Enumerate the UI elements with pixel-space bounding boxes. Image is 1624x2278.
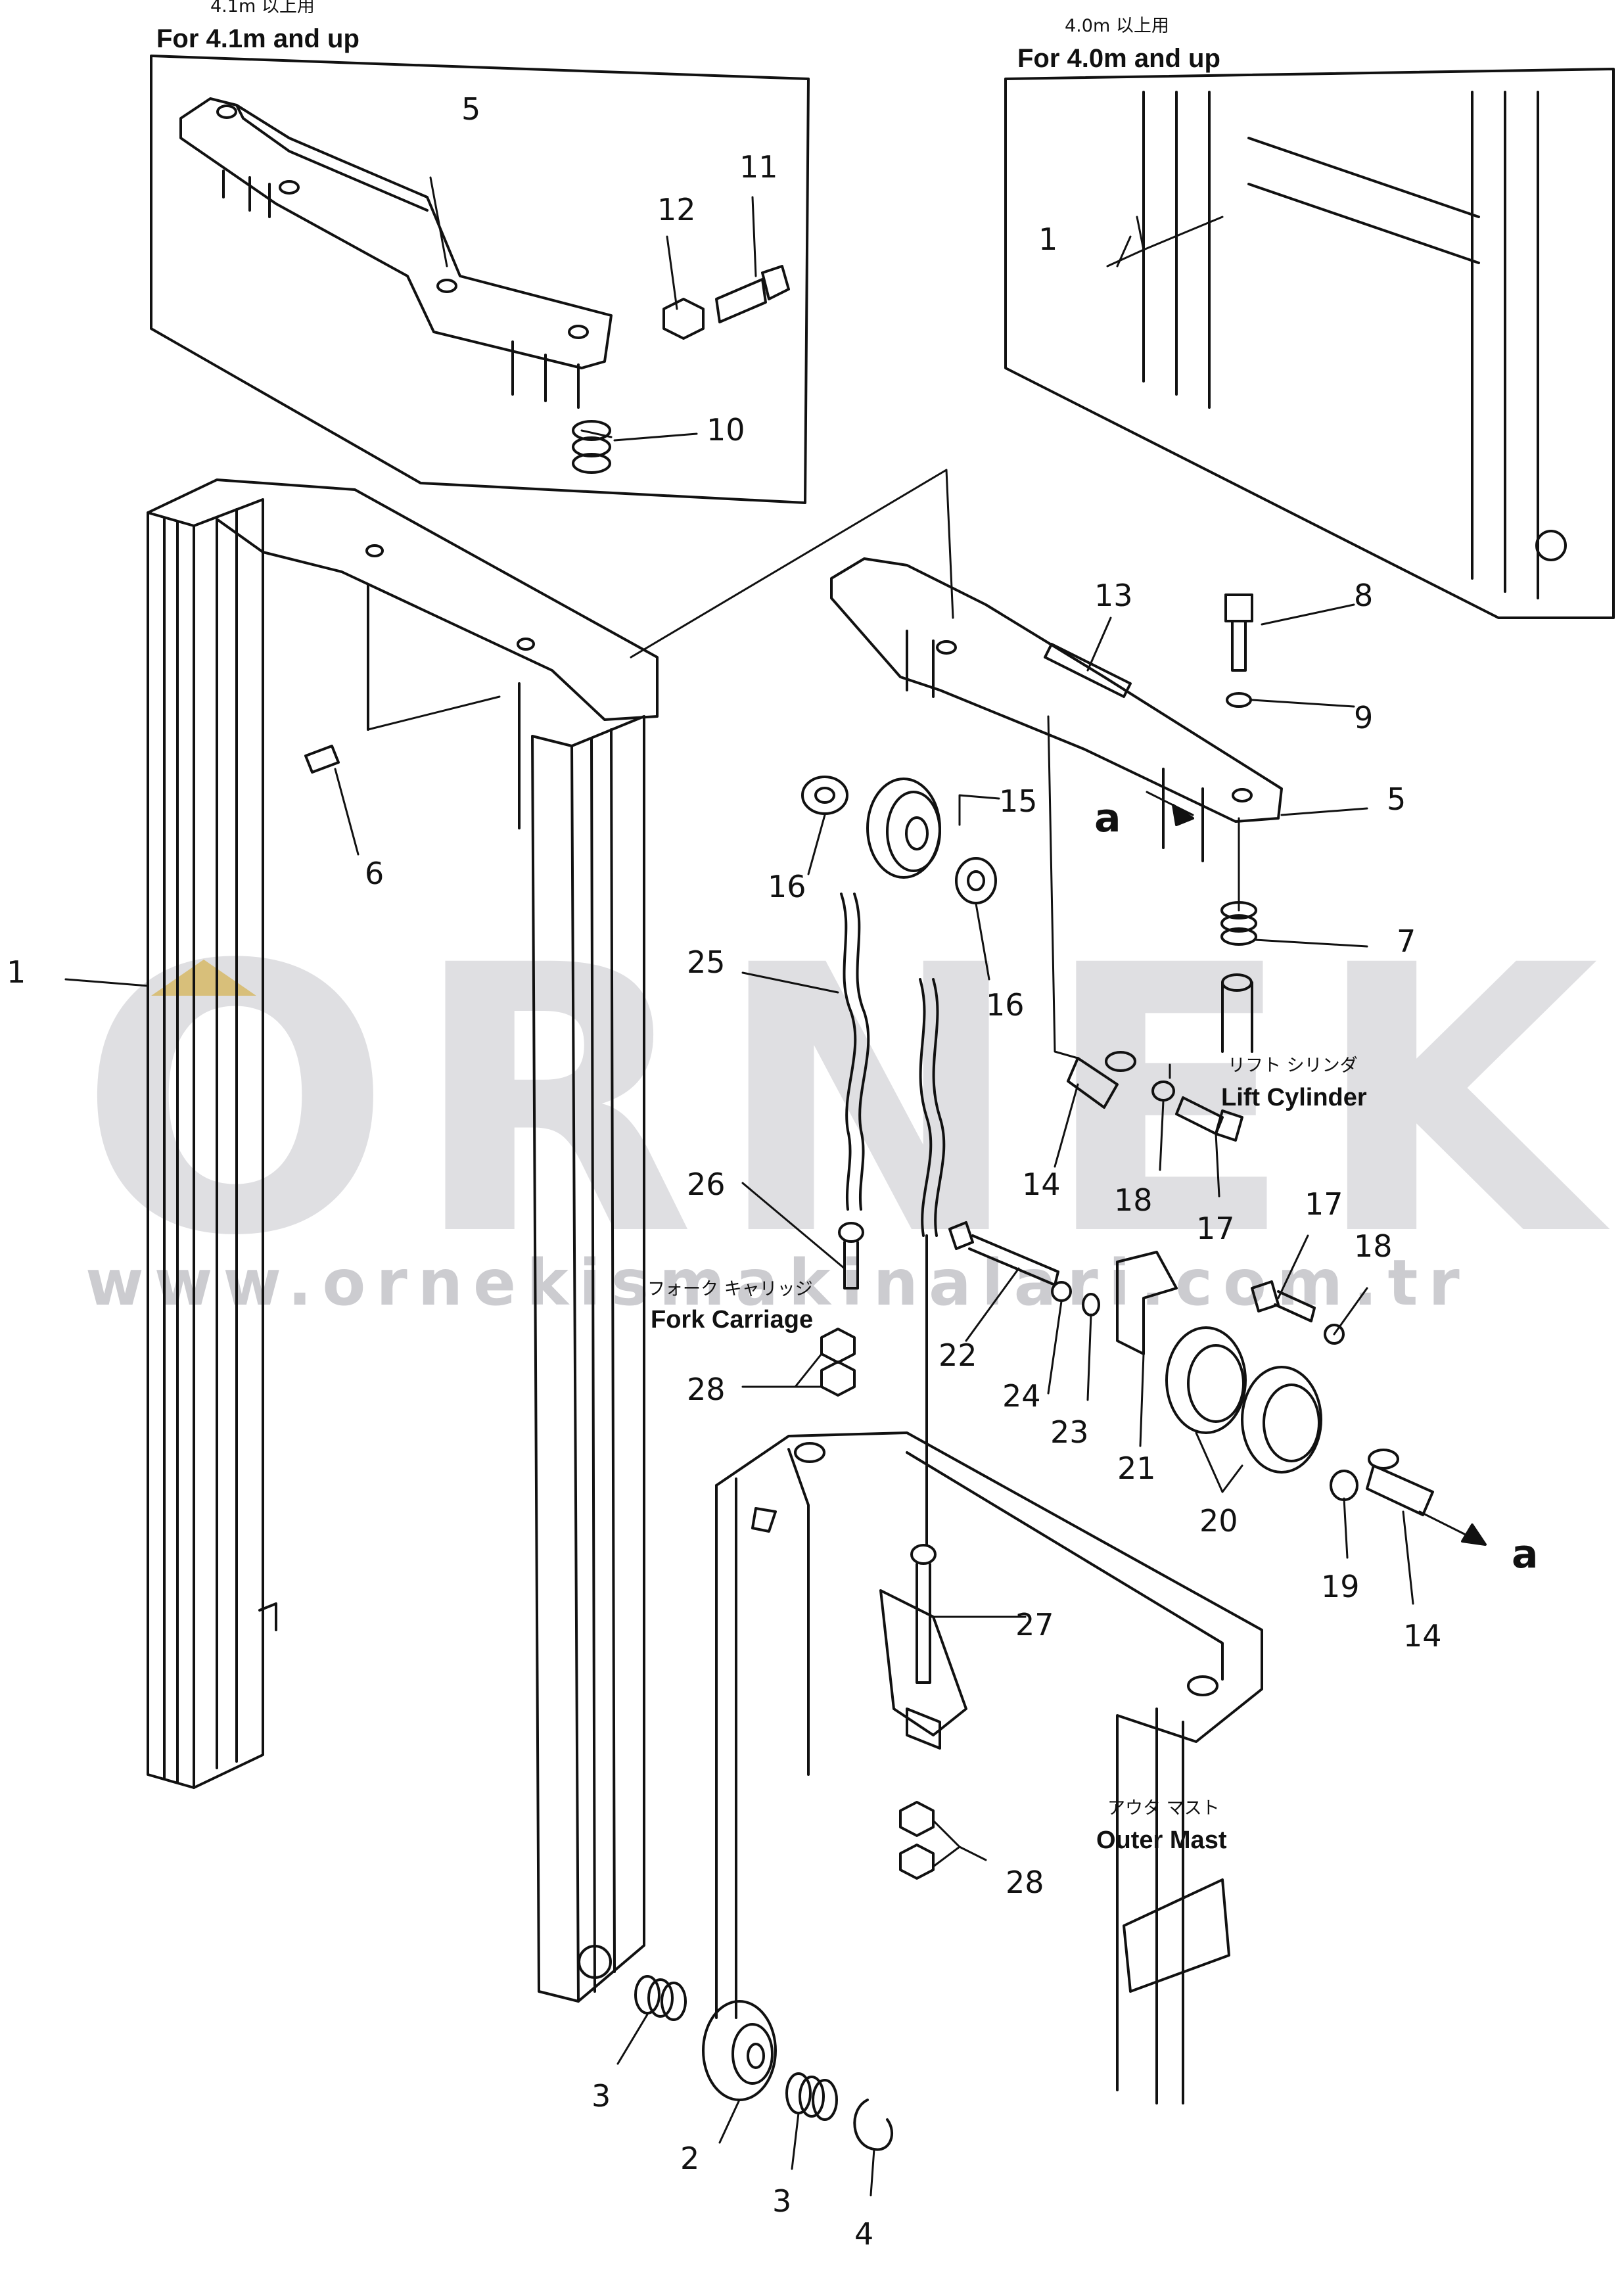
callout-14-lower: 14 bbox=[1403, 1618, 1442, 1654]
callout-18-upper: 18 bbox=[1114, 1182, 1153, 1218]
fork-carriage-label-jp: フォーク キャリッジ bbox=[647, 1279, 813, 1299]
watermark: ORNEK www.ornekismakinalari.com.tr bbox=[79, 888, 1618, 1320]
callout-17-upper: 17 bbox=[1196, 1211, 1235, 1246]
view-arrows bbox=[1172, 804, 1487, 1546]
nuts-28-lower bbox=[899, 1801, 935, 1880]
shims-7 bbox=[1220, 901, 1257, 946]
callout-1-main: 1 bbox=[7, 954, 26, 990]
roller-2 bbox=[702, 2000, 777, 2101]
callout-9: 9 bbox=[1354, 700, 1373, 735]
callout-16-left: 16 bbox=[768, 869, 806, 904]
chain-27 bbox=[919, 978, 946, 1546]
pin-14-upper bbox=[1067, 1051, 1136, 1109]
callout-4: 4 bbox=[854, 2216, 873, 2252]
callout-21: 21 bbox=[1117, 1451, 1156, 1486]
inset-left-caption-jp: 4.1m 以上用 bbox=[210, 0, 315, 16]
callout-1-inset: 1 bbox=[1038, 221, 1057, 257]
callout-16-right: 16 bbox=[986, 987, 1025, 1023]
inset-right-caption: For 4.0m and up bbox=[1017, 44, 1220, 73]
callout-24: 24 bbox=[1002, 1378, 1041, 1414]
pin-6 bbox=[304, 745, 340, 774]
inset-right-caption-jp: 4.0m 以上用 bbox=[1065, 16, 1169, 36]
callout-27: 27 bbox=[1015, 1607, 1054, 1642]
callout-13: 13 bbox=[1094, 578, 1133, 613]
lift-cylinder-rod bbox=[1221, 973, 1253, 1053]
inner-mast-frame bbox=[147, 478, 659, 2003]
callout-2: 2 bbox=[680, 2141, 699, 2176]
lift-cylinder-label-jp: リフト シリンダ bbox=[1228, 1056, 1358, 1076]
snap-ring-4 bbox=[853, 2099, 894, 2151]
inset-box-right bbox=[1004, 68, 1615, 619]
leader-lines bbox=[64, 176, 1487, 2197]
callout-numbers: 5 12 11 10 1 13 8 9 5 15 16 16 6 7 25 1 … bbox=[7, 91, 1442, 2252]
washer-18-lower bbox=[1324, 1324, 1345, 1345]
inset-captions: 4.1m 以上用 For 4.1m and up 4.0m 以上用 For 4.… bbox=[156, 0, 1220, 73]
callout-23: 23 bbox=[1050, 1414, 1089, 1450]
inset-box-left bbox=[150, 55, 810, 504]
nuts-28-upper bbox=[820, 1328, 856, 1397]
bolt-8 bbox=[1224, 593, 1253, 672]
callout-5-main: 5 bbox=[1387, 781, 1406, 817]
anchor-bolt-26 bbox=[838, 1222, 864, 1290]
spacer-16-left bbox=[801, 776, 848, 815]
callout-19: 19 bbox=[1321, 1569, 1360, 1604]
outer-mast-label: Outer Mast bbox=[1096, 1826, 1227, 1854]
nut-12-inset bbox=[662, 298, 705, 340]
pin-14-lower bbox=[1366, 1449, 1434, 1516]
part-labels: リフト シリンダ Lift Cylinder フォーク キャリッジ Fork C… bbox=[647, 795, 1539, 1854]
callout-26: 26 bbox=[687, 1167, 726, 1202]
outer-mast bbox=[715, 1431, 1263, 2104]
callout-7: 7 bbox=[1397, 923, 1416, 959]
bolt-22 bbox=[948, 1221, 1059, 1286]
callout-8: 8 bbox=[1354, 578, 1373, 613]
watermark-brand: ORNEK bbox=[79, 888, 1618, 1316]
callout-15: 15 bbox=[999, 783, 1038, 819]
callout-12: 12 bbox=[657, 192, 696, 227]
chain-25 bbox=[840, 893, 870, 1211]
top-crossmember-inset bbox=[179, 97, 613, 369]
callout-28-lower: 28 bbox=[1006, 1865, 1044, 1900]
anchor-bolt-27 bbox=[910, 1544, 937, 1684]
inset-left-caption: For 4.1m and up bbox=[156, 24, 360, 53]
callout-11: 11 bbox=[739, 149, 778, 185]
shims-3-left bbox=[634, 1975, 687, 2021]
callout-14-upper: 14 bbox=[1022, 1167, 1061, 1202]
lift-cylinder-label: Lift Cylinder bbox=[1221, 1084, 1367, 1111]
rollers-20 bbox=[1165, 1326, 1322, 1474]
callout-28-upper: 28 bbox=[687, 1372, 726, 1407]
callout-17-lower: 17 bbox=[1305, 1186, 1343, 1222]
spacer-19 bbox=[1330, 1470, 1358, 1501]
callout-20: 20 bbox=[1199, 1503, 1238, 1539]
fork-carriage-label: Fork Carriage bbox=[651, 1306, 813, 1334]
callout-25: 25 bbox=[687, 944, 726, 980]
washer-9 bbox=[1226, 692, 1252, 708]
shims-10-inset bbox=[572, 420, 611, 474]
callout-6: 6 bbox=[365, 856, 384, 891]
outer-mast-label-jp: アウタ マスト bbox=[1107, 1798, 1220, 1819]
callout-10: 10 bbox=[707, 412, 745, 448]
line-art bbox=[64, 55, 1615, 2197]
top-crossmember-main bbox=[830, 557, 1283, 862]
callout-18-lower: 18 bbox=[1354, 1228, 1393, 1264]
callout-3-left: 3 bbox=[592, 2078, 611, 2114]
bracket-21 bbox=[1116, 1251, 1178, 1355]
shims-3-right bbox=[785, 2072, 838, 2121]
watermark-url: www.ornekismakinalari.com.tr bbox=[85, 1246, 1470, 1320]
bolt-11-inset bbox=[715, 265, 790, 323]
view-a-marker-right: a bbox=[1512, 1531, 1539, 1577]
view-a-marker-top: a bbox=[1094, 795, 1121, 841]
callout-5-inset: 5 bbox=[461, 91, 480, 127]
bolt-17-lower bbox=[1251, 1280, 1316, 1322]
callout-3-right: 3 bbox=[772, 2183, 791, 2219]
sheave-15 bbox=[866, 778, 941, 879]
callout-22: 22 bbox=[939, 1337, 977, 1373]
